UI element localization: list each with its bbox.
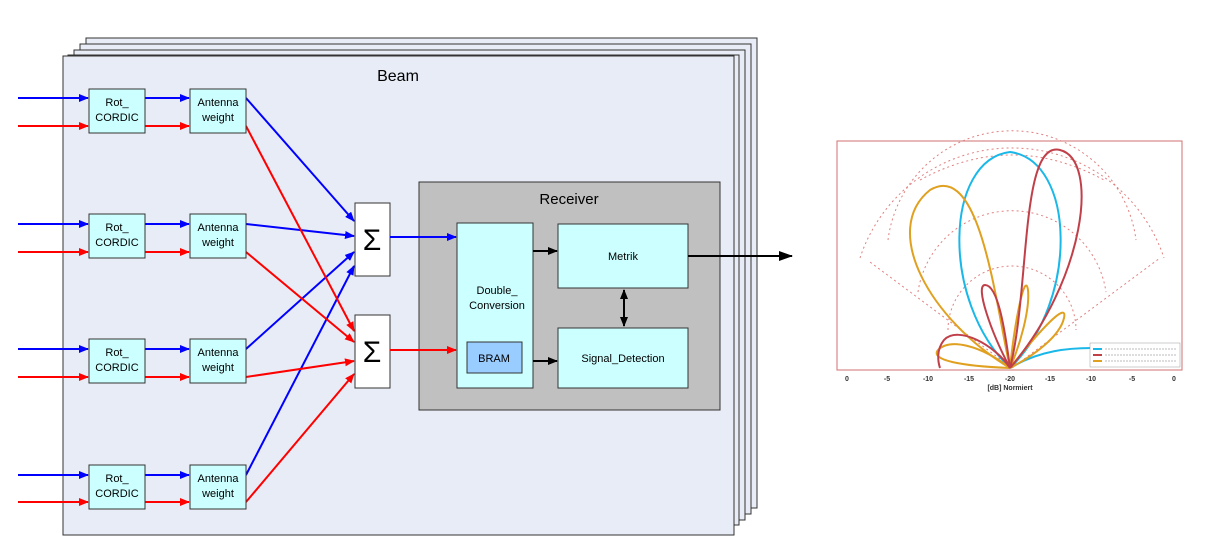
- plot-x-ticks: 0 -5 -10 -15 -20 -15 -10 -5 0: [845, 376, 1176, 383]
- radiation-pattern-plot: 0 -5 -10 -15 -20 -15 -10 -5 0 [dB] Normi…: [836, 130, 1183, 392]
- rot-cordic-block-3: Rot_ CORDIC: [88, 338, 146, 384]
- trace-cyan-main-lobe: [958, 150, 1062, 369]
- rot-cordic-label-line2: CORDIC: [95, 362, 138, 374]
- trace-red-left-lobe: [980, 283, 1011, 369]
- antenna-weight-label-line1: Antenna: [198, 97, 240, 109]
- antenna-weight-label-line1: Antenna: [198, 473, 240, 485]
- x-tick-label: -5: [884, 376, 890, 383]
- antenna-weight-label-line2: weight: [201, 488, 234, 500]
- double-conversion-label-line2: Conversion: [469, 300, 525, 312]
- plot-x-axis-label: [dB] Normiert: [987, 385, 1033, 392]
- rot-cordic-label-line1: Rot_: [105, 222, 129, 234]
- rot-cordic-label-line2: CORDIC: [95, 237, 138, 249]
- bram-label: BRAM: [478, 353, 510, 365]
- antenna-weight-label-line2: weight: [201, 362, 234, 374]
- trace-red-small-lobe: [937, 333, 1011, 369]
- x-tick-label: -10: [923, 376, 933, 383]
- plot-traces: [909, 148, 1093, 369]
- antenna-weight-label-line2: weight: [201, 112, 234, 124]
- double-conversion-label-line1: Double_: [477, 285, 519, 297]
- x-tick-label: -5: [1129, 376, 1135, 383]
- cordic-to-weight-arrows: [145, 94, 190, 506]
- antenna-weight-label-line1: Antenna: [198, 222, 240, 234]
- plot-reference-arcs: [859, 130, 1165, 369]
- antenna-weight-block-3: Antenna weight: [189, 338, 247, 384]
- x-tick-label: -20: [1005, 376, 1015, 383]
- sum-symbol: Σ: [363, 336, 382, 369]
- rot-cordic-label-line1: Rot_: [105, 473, 129, 485]
- input-arrows: [18, 94, 89, 506]
- x-tick-label: 0: [1172, 376, 1176, 383]
- trace-gold-main-lobe: [909, 185, 1011, 369]
- signal-detection-label: Signal_Detection: [581, 353, 664, 365]
- sum-symbol: Σ: [363, 224, 382, 257]
- metrik-block: Metrik: [557, 223, 689, 289]
- x-tick-label: -10: [1086, 376, 1096, 383]
- signal-detection-block: Signal_Detection: [557, 327, 689, 389]
- x-tick-label: 0: [845, 376, 849, 383]
- rot-cordic-label-line1: Rot_: [105, 97, 129, 109]
- antenna-weight-block-1: Antenna weight: [189, 88, 247, 134]
- metrik-label: Metrik: [608, 251, 638, 263]
- antenna-weight-label-line2: weight: [201, 237, 234, 249]
- x-tick-label: -15: [964, 376, 974, 383]
- rot-cordic-block-1: Rot_ CORDIC: [88, 88, 146, 134]
- trace-gold-small-lobe: [1009, 284, 1030, 369]
- bram-block: BRAM: [466, 341, 523, 374]
- weight-to-sum-arrows: [245, 97, 355, 503]
- sum-block-q: Σ: [354, 314, 391, 389]
- rot-cordic-label-line1: Rot_: [105, 347, 129, 359]
- plot-frame: [836, 140, 1183, 371]
- beam-title: Beam: [377, 68, 419, 85]
- trace-gold-left-lobe: [935, 343, 1011, 369]
- plot-legend: [1089, 342, 1181, 368]
- rot-cordic-block-2: Rot_ CORDIC: [88, 213, 146, 259]
- rot-cordic-label-line2: CORDIC: [95, 488, 138, 500]
- antenna-weight-label-line1: Antenna: [198, 347, 240, 359]
- rot-cordic-label-line2: CORDIC: [95, 112, 138, 124]
- rot-cordic-block-4: Rot_ CORDIC: [88, 464, 146, 510]
- receiver-title: Receiver: [539, 191, 598, 208]
- trace-red-main-lobe: [1009, 148, 1083, 369]
- antenna-weight-block-4: Antenna weight: [189, 464, 247, 510]
- x-tick-label: -15: [1045, 376, 1055, 383]
- antenna-weight-block-2: Antenna weight: [189, 213, 247, 259]
- trace-gold-side-lobe: [1009, 311, 1066, 369]
- sum-block-i: Σ: [354, 202, 391, 277]
